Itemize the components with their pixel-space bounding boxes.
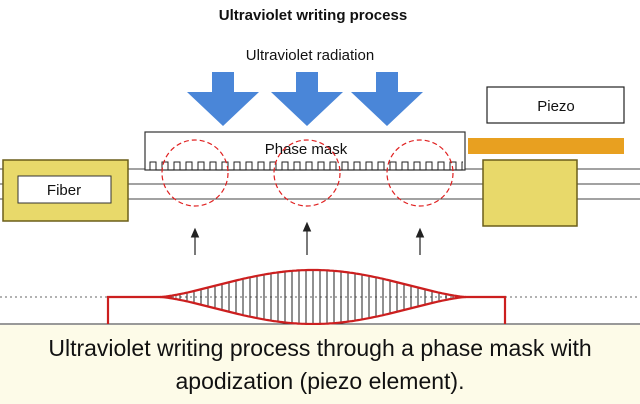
caption-line-2: apodization (piezo element). <box>175 367 465 394</box>
uv-arrows <box>187 72 423 126</box>
focus-circle <box>386 139 454 207</box>
piezo-bar <box>468 138 624 154</box>
up-arrow-icon <box>302 221 312 232</box>
piezo-label: Piezo <box>537 98 575 115</box>
apodization-envelope-lower <box>159 295 467 325</box>
fiber-label-box <box>17 175 112 204</box>
uv-writing-diagram: Ultraviolet writing process Ultraviolet … <box>0 7 640 325</box>
up-arrow-icon <box>190 227 200 238</box>
phase-mask-grating <box>149 161 463 171</box>
uv-arrow-icon <box>351 72 423 126</box>
apodization-step-profile <box>106 295 507 324</box>
fiber-holder-right <box>482 159 578 227</box>
focus-circle <box>161 139 229 207</box>
phase-mask-label: Phase mask <box>265 141 348 158</box>
diagram-title: Ultraviolet writing process <box>219 7 407 24</box>
figure-caption: Ultraviolet writing process through a ph… <box>0 325 640 404</box>
uv-arrow-icon <box>271 72 343 126</box>
focus-circles <box>161 139 454 207</box>
caption-line-1: Ultraviolet writing process through a ph… <box>48 334 592 361</box>
upward-arrows <box>190 221 425 255</box>
up-arrow-icon <box>415 227 425 238</box>
uv-radiation-label: Ultraviolet radiation <box>246 47 374 64</box>
uv-arrow-icon <box>187 72 259 126</box>
piezo-box <box>486 86 625 124</box>
grating-fringes <box>165 270 461 324</box>
fiber-label: Fiber <box>47 182 81 199</box>
focus-circle <box>273 139 341 207</box>
apodization-envelope-upper <box>159 268 467 299</box>
